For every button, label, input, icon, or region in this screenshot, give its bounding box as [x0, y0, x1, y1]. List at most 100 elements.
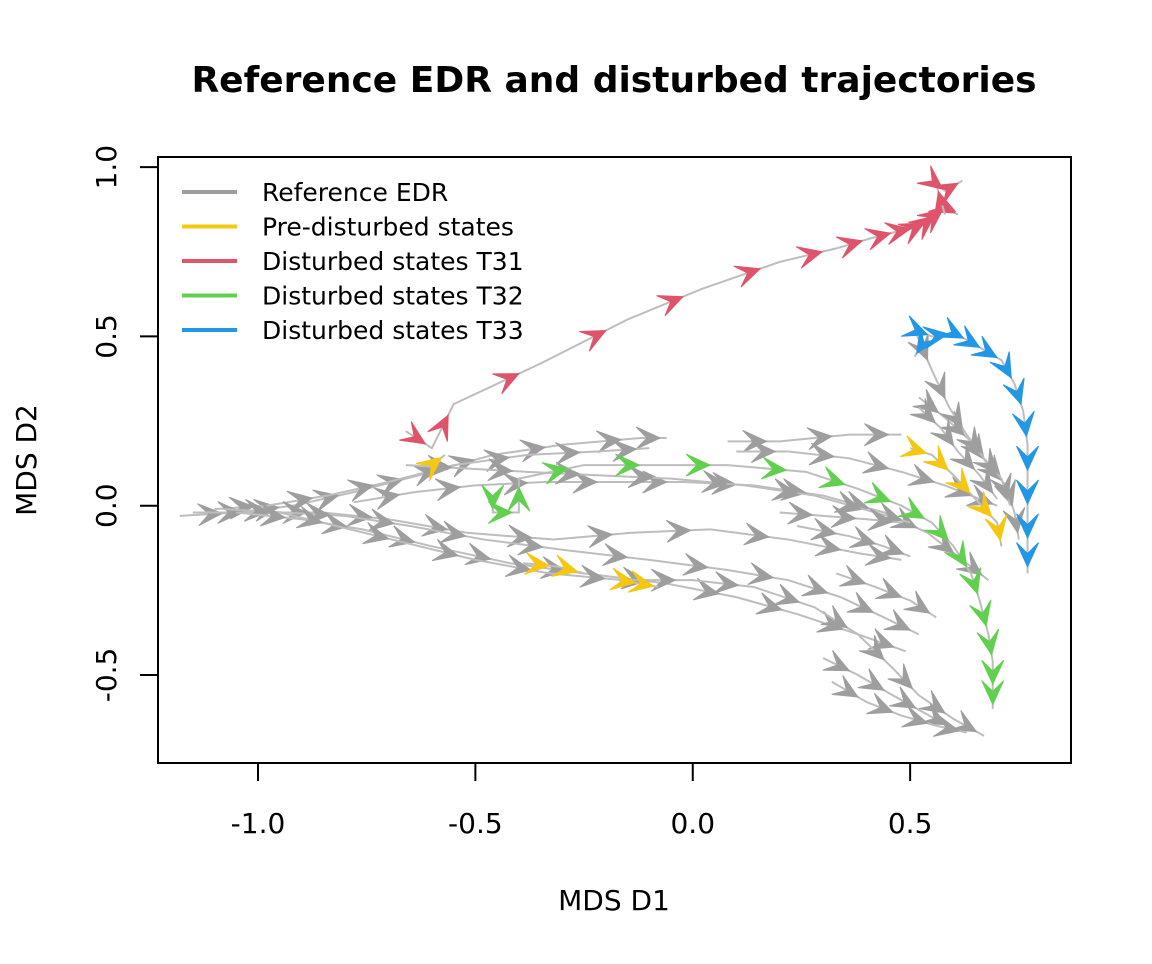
trajectory-arrowhead — [595, 430, 623, 454]
trajectory-arrowhead — [540, 556, 567, 579]
trajectory-arrowhead — [427, 414, 449, 442]
trajectory-arrowhead — [627, 570, 655, 593]
trajectory-arrowhead — [197, 503, 224, 527]
legend-label: Disturbed states T31 — [262, 247, 524, 276]
trajectory-reference — [279, 505, 985, 737]
trajectory-arrowhead — [922, 445, 950, 471]
trajectory-arrowhead — [373, 487, 401, 510]
trajectory-arrowhead — [864, 482, 892, 504]
trajectory-arrowhead — [487, 501, 514, 524]
trajectory-arrowhead — [217, 501, 243, 524]
trajectory-reference — [192, 501, 902, 566]
trajectory-arrowhead — [295, 505, 324, 529]
trajectory-arrowhead — [864, 228, 892, 251]
trajectory-arrowhead — [615, 453, 641, 477]
trajectory-arrowhead — [862, 451, 890, 474]
trajectory-arrowhead — [944, 540, 968, 568]
trajectory-line — [223, 508, 920, 636]
trajectory-arrowhead — [541, 462, 569, 485]
trajectory-arrowhead — [984, 514, 1008, 542]
trajectory-arrowhead — [692, 577, 721, 601]
trajectory-arrowhead — [930, 419, 955, 447]
trajectory-arrowhead — [889, 686, 917, 709]
trajectory-arrowhead — [609, 567, 637, 591]
trajectory-arrowhead — [916, 165, 944, 190]
trajectory-arrowhead — [1012, 410, 1035, 438]
trajectory-arrowhead — [877, 534, 905, 556]
trajectory-arrowhead — [864, 543, 892, 566]
trajectory-arrowhead — [953, 325, 981, 349]
trajectory-arrowhead — [347, 479, 375, 502]
x-tick-label: 0.5 — [888, 807, 933, 840]
trajectory-arrowhead — [1016, 445, 1039, 472]
trajectory-arrowhead — [874, 577, 903, 600]
trajectory-arrowhead — [981, 659, 1005, 686]
trajectory-arrowhead — [883, 609, 912, 631]
trajectory-arrowhead — [388, 525, 416, 548]
trajectory-arrowhead — [970, 335, 999, 359]
legend-label: Disturbed states T32 — [262, 282, 524, 311]
trajectory-arrowhead — [554, 442, 581, 465]
trajectory-arrowhead — [848, 526, 877, 549]
trajectory-arrowhead — [887, 663, 914, 690]
trajectory-arrowhead — [464, 542, 492, 566]
trajectory-arrowhead — [933, 190, 956, 219]
y-axis-label: MDS D2 — [10, 404, 43, 516]
trajectory-arrowhead — [949, 444, 976, 471]
trajectory-T33 — [913, 327, 940, 358]
trajectory-line — [405, 464, 911, 524]
trajectory-pre — [900, 435, 1008, 547]
trajectory-arrowhead — [682, 553, 710, 576]
trajectory-arrowhead — [519, 439, 547, 463]
y-tick-label: 0.5 — [90, 314, 123, 359]
trajectory-arrowhead — [685, 453, 712, 477]
trajectory-arrowhead — [936, 316, 965, 339]
trajectory-arrowhead — [346, 503, 374, 527]
trajectory-arrowhead — [867, 508, 894, 531]
trajectory-arrowhead — [1002, 507, 1026, 534]
trajectory-pre — [415, 454, 446, 482]
trajectory-arrowhead — [517, 532, 544, 556]
trajectory-arrowhead — [864, 423, 890, 447]
trajectory-line — [913, 329, 1012, 507]
trajectory-arrowhead — [900, 315, 929, 337]
trajectory-pre — [609, 567, 659, 593]
trajectory-arrowhead — [587, 525, 614, 548]
trajectory-arrowhead — [743, 522, 771, 546]
trajectory-arrowhead — [814, 533, 842, 557]
trajectory-T31 — [399, 191, 959, 450]
trajectory-arrowhead — [972, 448, 998, 475]
trajectory-arrowhead — [439, 520, 467, 544]
trajectory-arrowhead — [820, 605, 849, 629]
trajectory-line — [236, 511, 907, 653]
trajectory-arrowhead — [665, 519, 692, 543]
trajectory-arrowhead — [822, 650, 851, 672]
plot-area — [179, 165, 1039, 737]
trajectory-arrowhead — [907, 463, 936, 486]
legend-label: Reference EDR — [262, 178, 448, 207]
trajectory-arrowhead — [956, 551, 983, 576]
x-tick-label: 0.0 — [670, 807, 715, 840]
trajectory-arrowhead — [857, 668, 886, 691]
legend-label: Disturbed states T33 — [262, 316, 524, 345]
trajectory-arrowhead — [635, 426, 662, 450]
trajectory-reference — [727, 423, 902, 453]
trajectory-arrowhead — [1016, 513, 1039, 540]
trajectory-arrowhead — [916, 327, 940, 355]
trajectory-arrowhead — [399, 421, 427, 445]
trajectory-reference — [909, 398, 998, 500]
y-tick-label: 0.0 — [90, 483, 123, 528]
trajectory-arrowhead — [1002, 377, 1025, 406]
trajectory-arrowhead — [945, 467, 971, 494]
trajectory-arrowhead — [755, 592, 784, 615]
trajectory-arrowhead — [713, 571, 740, 595]
trajectory-arrowhead — [487, 458, 514, 482]
trajectory-arrowhead — [976, 628, 1000, 656]
trajectory-line — [214, 447, 650, 511]
trajectory-arrowhead — [969, 599, 992, 628]
trajectory-T33 — [900, 315, 1039, 574]
trajectory-arrowhead — [981, 680, 1005, 706]
